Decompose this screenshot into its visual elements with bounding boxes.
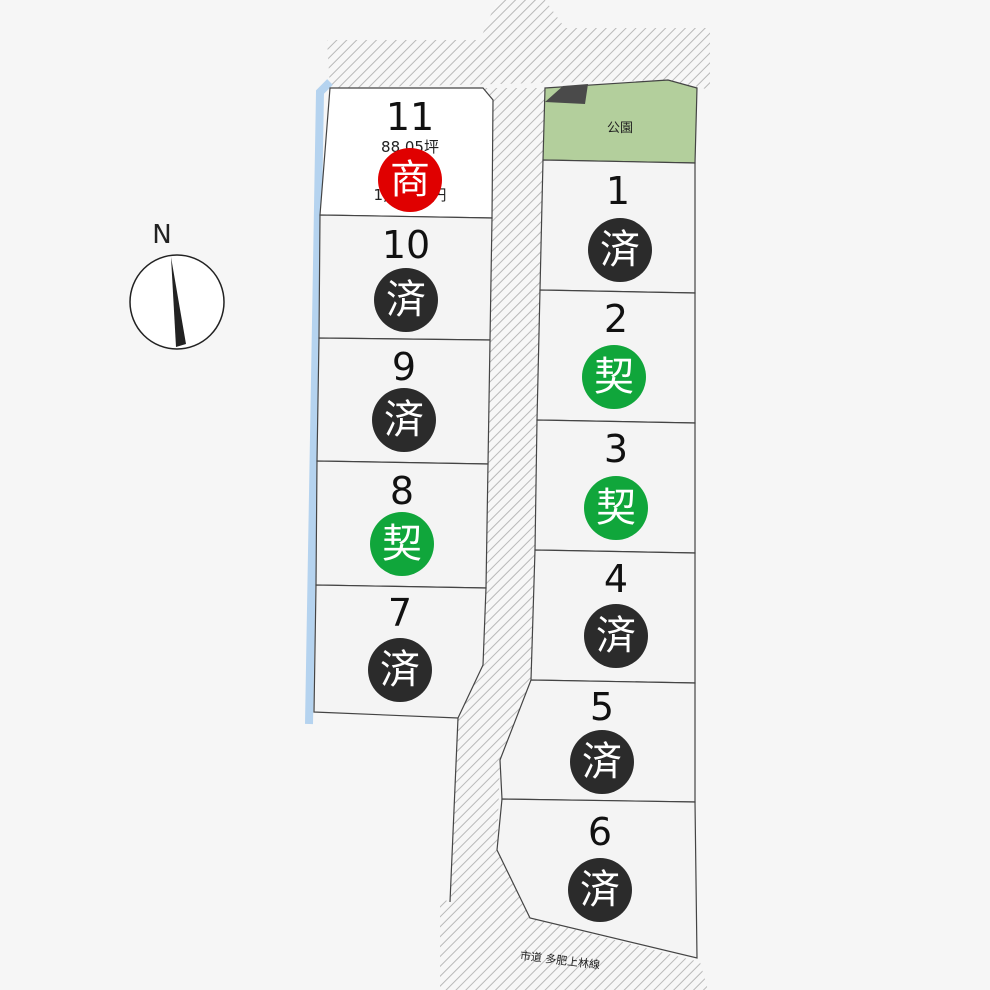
lot-7-number: 7 <box>387 591 413 635</box>
lot-3-number: 3 <box>603 427 629 471</box>
park-label: 公園 <box>606 121 634 136</box>
waterway <box>305 79 333 725</box>
lot-4-number: 4 <box>603 557 629 601</box>
lot-5-status-badge: 済 <box>570 730 634 794</box>
lot-2-status-badge: 契 <box>582 345 646 409</box>
lot-4-status-badge: 済 <box>584 604 648 668</box>
lot-6-status-badge: 済 <box>568 858 632 922</box>
lot-5-number: 5 <box>589 685 615 729</box>
lot-6-number: 6 <box>587 810 613 854</box>
lot-11-number: 11 <box>385 95 435 139</box>
lot-3-status-badge: 契 <box>584 476 648 540</box>
lot-10-status-badge: 済 <box>374 268 438 332</box>
lot-9-number: 9 <box>391 345 417 389</box>
top-road <box>327 0 710 90</box>
lot-7-status-badge: 済 <box>368 638 432 702</box>
north-arrow-icon <box>129 254 225 350</box>
lot-11-status-badge: 商 <box>378 148 442 212</box>
bottom-road <box>440 898 708 990</box>
central-road <box>450 88 545 918</box>
lot-10-number: 10 <box>381 223 431 267</box>
lot-1-number: 1 <box>605 169 631 213</box>
site-boundary <box>449 717 459 903</box>
lot-8-number: 8 <box>389 469 415 513</box>
park-corner-mark <box>545 84 588 104</box>
lot-2-number: 2 <box>603 297 629 341</box>
lot-9-status-badge: 済 <box>372 388 436 452</box>
lot-8-status-badge: 契 <box>370 512 434 576</box>
north-label: N <box>152 220 172 250</box>
lot-1-status-badge: 済 <box>588 218 652 282</box>
